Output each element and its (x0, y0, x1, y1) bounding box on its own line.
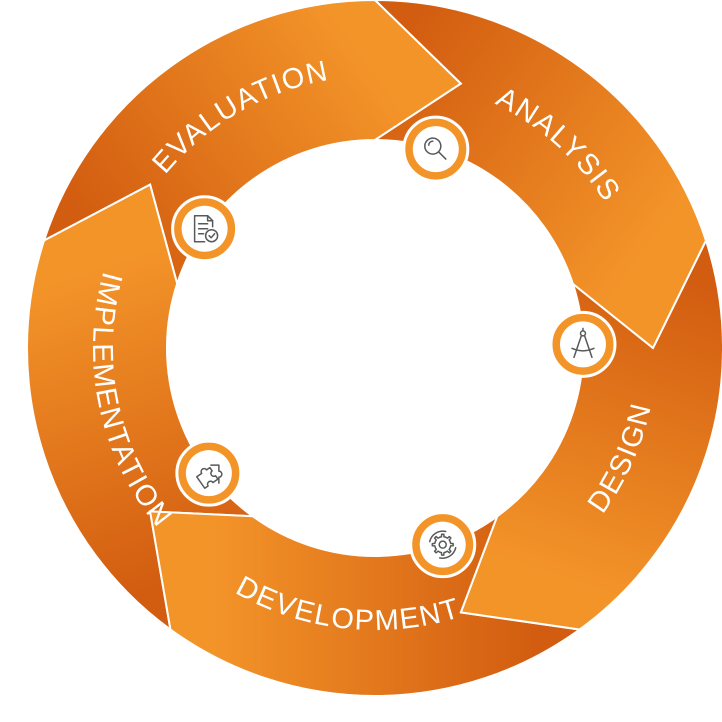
magnifier-icon (424, 137, 447, 160)
ring-segments (26, 0, 722, 697)
badge-evaluation (171, 195, 239, 263)
badge-design (549, 310, 617, 378)
badge-implementation (175, 439, 243, 507)
checklist-icon (193, 214, 219, 243)
gear-cycle-icon (428, 530, 457, 559)
badge-analysis (402, 115, 470, 183)
compass-icon (571, 327, 595, 359)
puzzle-icon (196, 464, 223, 490)
stage-icons (171, 115, 617, 579)
badge-development (409, 511, 477, 579)
